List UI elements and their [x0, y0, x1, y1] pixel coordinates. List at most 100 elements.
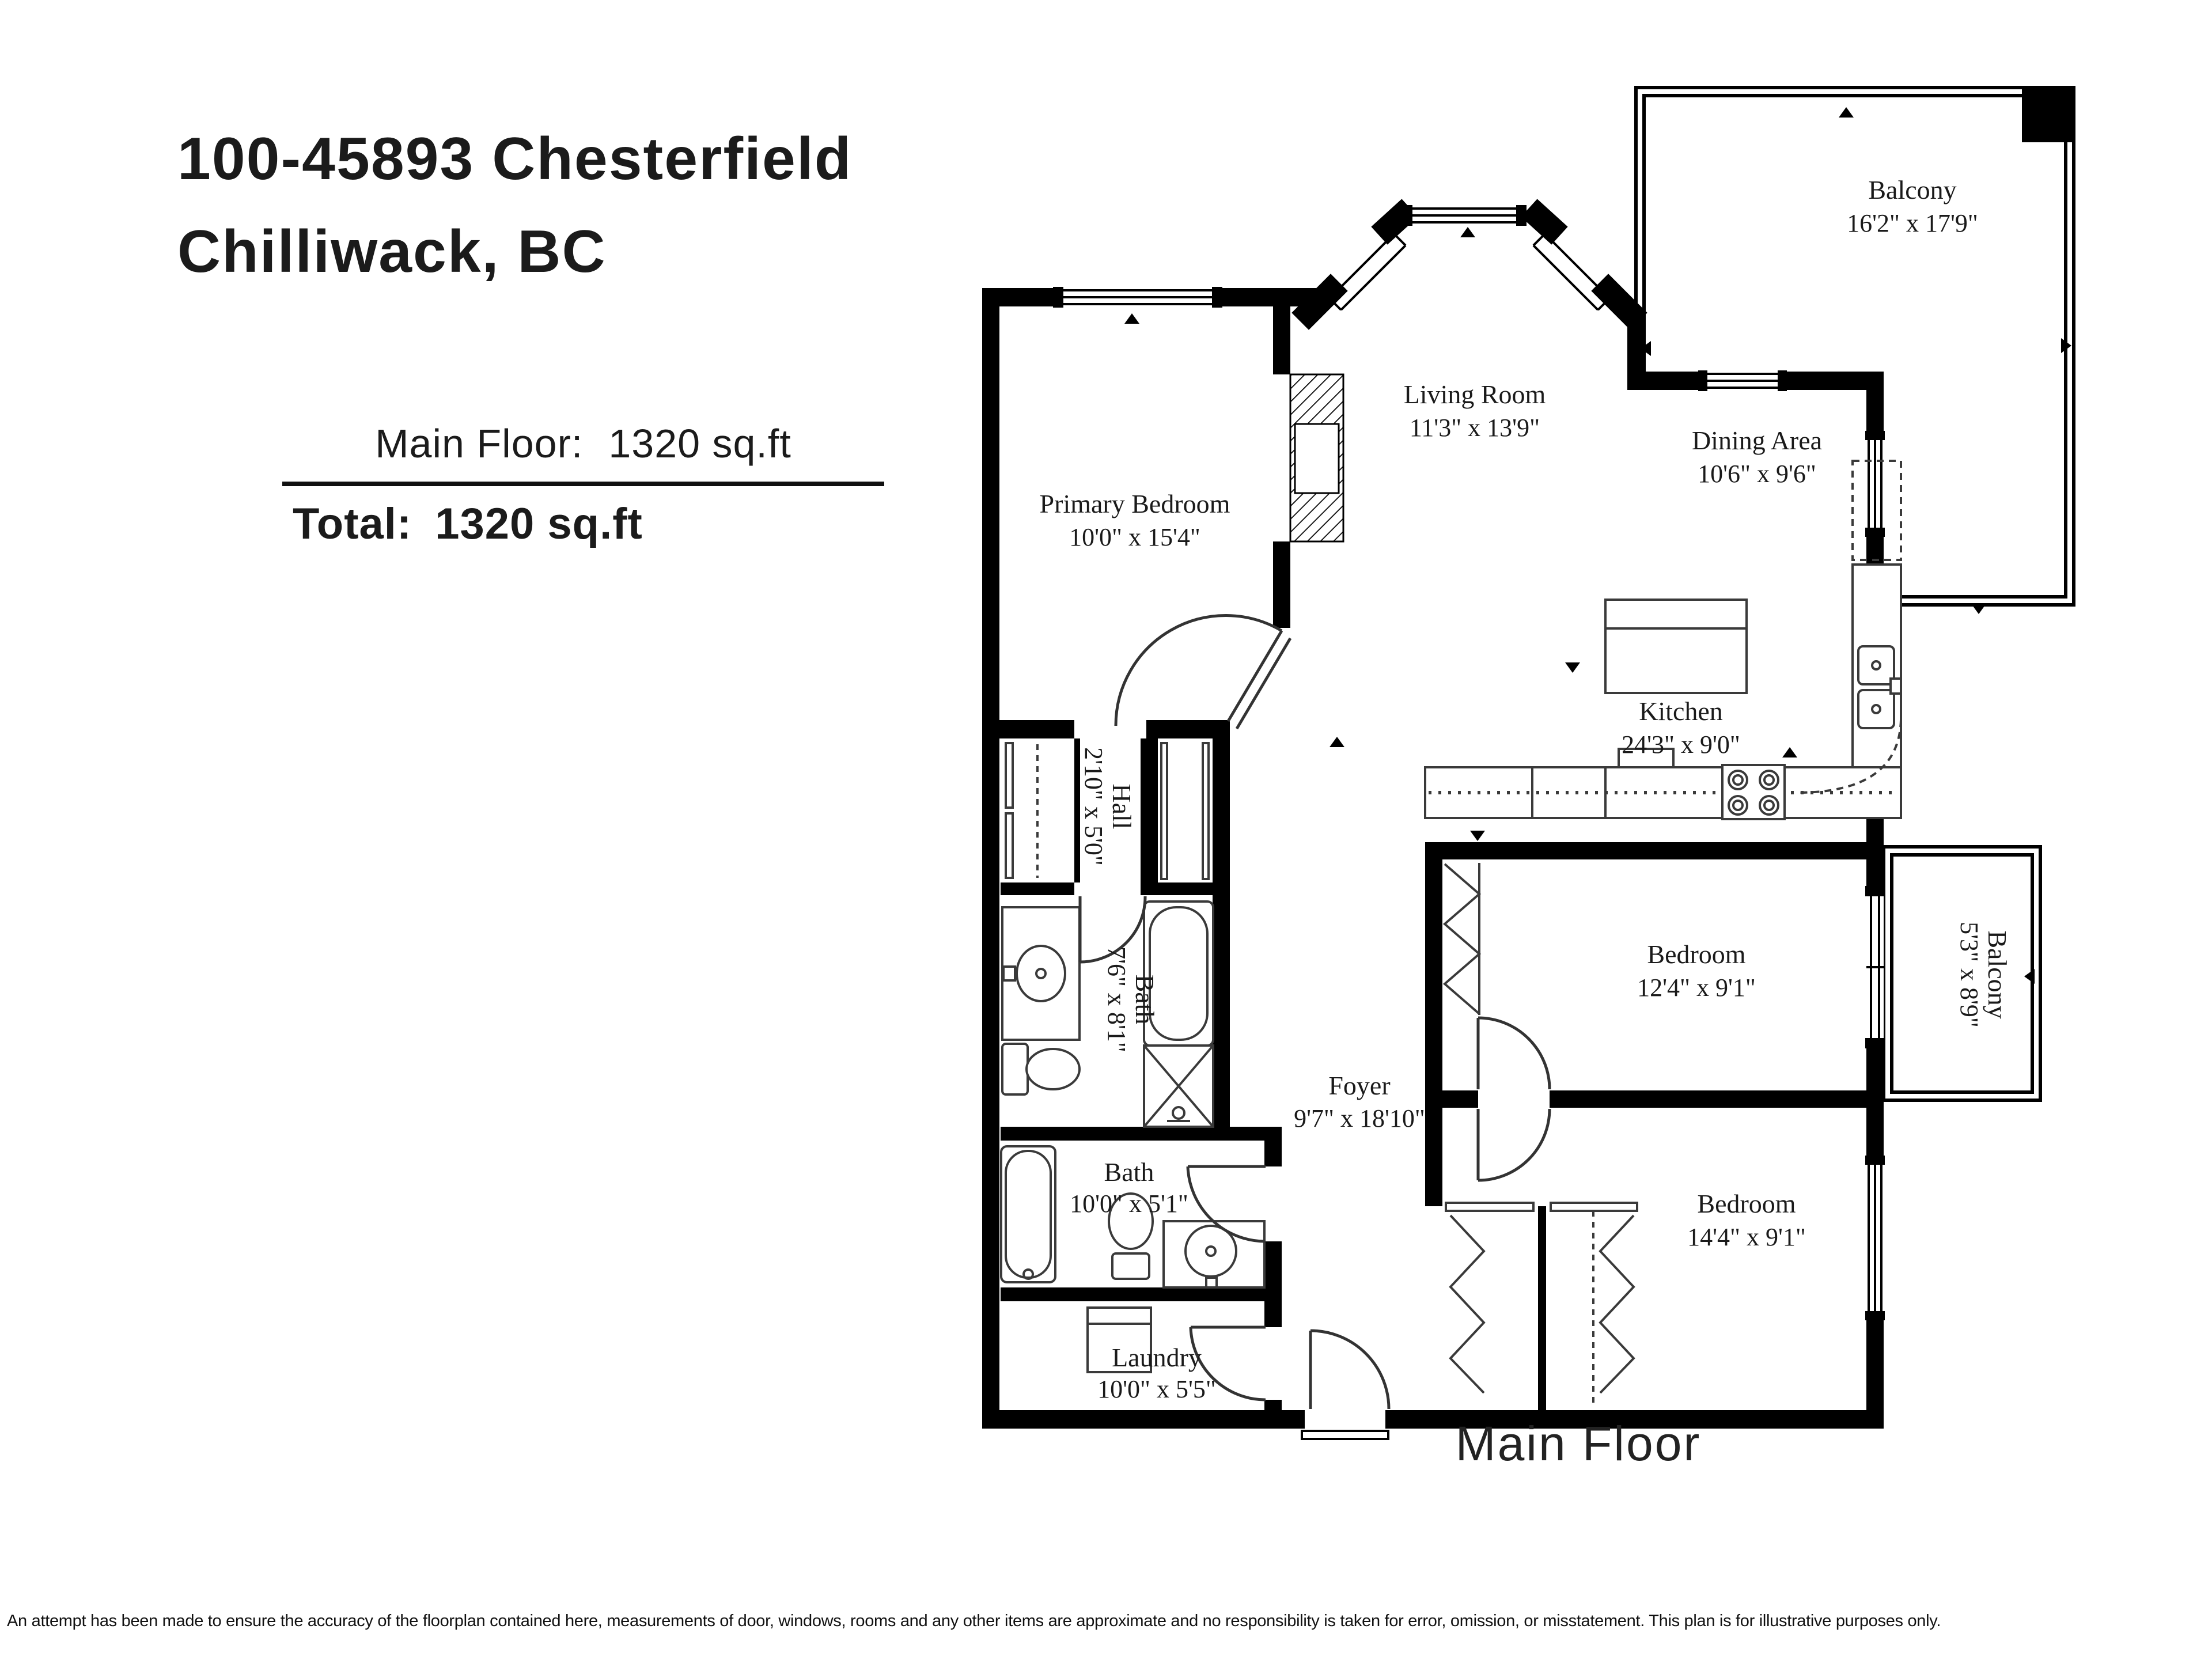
- wall: [1264, 1241, 1282, 1287]
- window-dining-top: [1698, 370, 1787, 391]
- room-label-bedroom2: Bedroom 14'4" x 9'1": [1687, 1189, 1806, 1251]
- wall: [1146, 720, 1222, 738]
- svg-text:Bedroom: Bedroom: [1647, 940, 1745, 969]
- arrow-icon: [1330, 737, 1344, 747]
- svg-text:Living Room: Living Room: [1404, 380, 1546, 409]
- room-label-balcony-main: Balcony 16'2" x 17'9": [1847, 175, 1978, 237]
- wall: [1442, 1090, 1478, 1108]
- wall-bottom-outer: [1385, 1410, 1884, 1429]
- door-bedroom2: [1476, 1108, 1551, 1182]
- svg-text:7'6" x 8'1": 7'6" x 8'1": [1103, 946, 1131, 1052]
- svg-text:Laundry: Laundry: [1112, 1343, 1202, 1372]
- svg-text:Foyer: Foyer: [1328, 1071, 1390, 1100]
- wall-closet-divider: [1074, 738, 1080, 882]
- main-floor-area-value: 1320 sq.ft: [608, 421, 791, 466]
- room-label-kitchen: Kitchen 24'3" x 9'0": [1622, 696, 1740, 759]
- window-primary-bedroom: [1053, 287, 1222, 308]
- wall-bedroom1-left: [1425, 842, 1442, 1090]
- door-bedroom1: [1476, 1016, 1551, 1090]
- bay-corner: [1521, 199, 1568, 245]
- arrow-icon: [984, 995, 995, 1010]
- arrow-icon: [1971, 604, 1986, 614]
- svg-text:10'0" x 15'4": 10'0" x 15'4": [1069, 523, 1200, 551]
- wall: [1141, 738, 1158, 882]
- stove: [1721, 764, 1786, 820]
- fixtures: [1000, 373, 1902, 1373]
- bay-corner: [1371, 199, 1418, 245]
- wall: [1001, 1127, 1282, 1141]
- wall-bedroom1-top: [1425, 842, 1884, 859]
- bay-corner: [1591, 274, 1647, 330]
- door-primary-bedroom: [1114, 614, 1292, 730]
- wall: [1264, 1301, 1282, 1327]
- door-bath1: [1078, 896, 1147, 964]
- arrow-icon: [2024, 969, 2035, 984]
- closets: [1005, 742, 1638, 1406]
- svg-text:Balcony: Balcony: [1868, 175, 1956, 204]
- closet-bedroom2-left: [1445, 1202, 1535, 1394]
- svg-text:Kitchen: Kitchen: [1639, 696, 1723, 726]
- bath1-vanity-sink: [1001, 906, 1081, 1041]
- wall: [1001, 1287, 1282, 1301]
- summary-divider: [282, 482, 884, 486]
- wall: [1273, 288, 1290, 374]
- balcony-corner-post: [2022, 88, 2074, 142]
- wall: [1866, 842, 1884, 887]
- room-label-foyer: Foyer 9'7" x 18'10": [1294, 1071, 1425, 1132]
- total-area-value: 1320 sq.ft: [435, 499, 643, 548]
- wall: [1264, 1141, 1282, 1166]
- arrow-icon: [1470, 831, 1485, 841]
- bath1-shower: [1143, 1044, 1214, 1128]
- arrow-icon: [1649, 1416, 1664, 1426]
- window-bedroom2-right: [1865, 1156, 1885, 1320]
- wall: [982, 720, 1074, 738]
- wall: [1141, 882, 1230, 895]
- svg-text:14'4" x 9'1": 14'4" x 9'1": [1687, 1223, 1806, 1251]
- bay-window-corners: [1291, 199, 1647, 330]
- window-bay-top: [1402, 205, 1527, 226]
- total-area-label: Total:: [293, 499, 412, 548]
- kitchen-sink-counter: [1851, 563, 1902, 780]
- room-labels: Balcony 16'2" x 17'9" Living Room 11'3" …: [1040, 175, 2012, 1403]
- floorplan-drawing: Balcony 16'2" x 17'9" Living Room 11'3" …: [982, 86, 2075, 1440]
- door-entry: [1309, 1329, 1391, 1410]
- room-label-primary-bedroom: Primary Bedroom 10'0" x 15'4": [1040, 489, 1230, 551]
- window-bay-left-angled: [1328, 233, 1407, 311]
- arrow-icon: [1839, 107, 1854, 118]
- balcony-door-bedroom1: [1865, 886, 1885, 1048]
- window-dining-right: [1865, 431, 1885, 537]
- arrow-icon: [1782, 747, 1797, 757]
- wall: [1273, 541, 1290, 628]
- wall-left-outer: [982, 288, 999, 1429]
- room-label-dining-area: Dining Area 10'6" x 9'6": [1692, 426, 1822, 488]
- entry-threshold: [1301, 1430, 1389, 1440]
- wall-closet-divider: [1538, 1206, 1546, 1410]
- bath2-vanity-sink: [1162, 1220, 1266, 1289]
- svg-text:Primary Bedroom: Primary Bedroom: [1040, 489, 1230, 518]
- svg-text:2'10" x 5'0": 2'10" x 5'0": [1080, 747, 1108, 866]
- svg-text:10'6" x 9'6": 10'6" x 9'6": [1698, 460, 1816, 488]
- door-laundry: [1189, 1325, 1266, 1402]
- disclaimer-text: An attempt has been made to ensure the a…: [7, 1612, 1941, 1630]
- room-label-bath1: Bath 7'6" x 8'1": [1103, 946, 1160, 1052]
- balcony-main-outer-edge: [1634, 86, 2075, 607]
- bath1-toilet: [1001, 1043, 1081, 1096]
- closet-hall-left: [1005, 742, 1039, 879]
- washer: [1086, 1306, 1152, 1373]
- room-label-bath2: Bath 10'0" x 5'1": [1070, 1157, 1188, 1218]
- arrow-icon: [1565, 662, 1580, 673]
- address-line-1: 100-45893 Chesterfield: [177, 126, 853, 192]
- arrow-icon: [1460, 227, 1475, 237]
- door-bath2: [1186, 1165, 1266, 1243]
- bath2-tub: [1000, 1145, 1056, 1283]
- room-label-laundry: Laundry 10'0" x 5'5": [1097, 1343, 1216, 1403]
- balcony-main-inner-edge: [1642, 94, 2067, 599]
- svg-text:Bath: Bath: [1104, 1157, 1154, 1187]
- fireplace: [1289, 373, 1344, 543]
- area-summary: Main Floor: 1320 sq.ft Total: 1320 sq.ft: [282, 421, 884, 549]
- arrow-icon: [2061, 338, 2071, 353]
- direction-arrows: [984, 107, 2071, 1426]
- arrow-icon: [1124, 313, 1139, 324]
- wall-bedrooms-shared: [1550, 1090, 1884, 1108]
- wall: [1866, 1104, 1884, 1157]
